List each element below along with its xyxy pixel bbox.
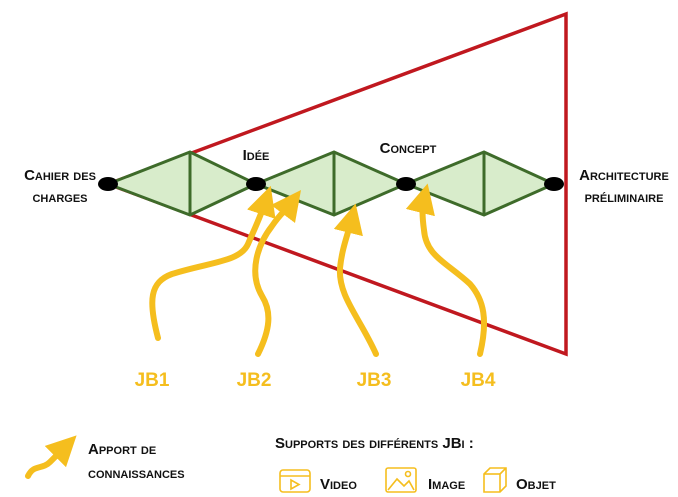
diamond-1 xyxy=(103,150,260,217)
diamond-3 xyxy=(401,150,558,217)
diamond-2 xyxy=(251,150,410,217)
image-icon xyxy=(385,467,417,493)
legend-objet-label: Objet xyxy=(516,476,556,493)
node-end xyxy=(544,177,564,191)
cube-icon xyxy=(483,467,507,493)
label-idee: Idée xyxy=(243,147,270,164)
node-idee xyxy=(246,177,266,191)
legend-supports-title: Supports des différents JBi : xyxy=(275,435,474,452)
video-icon xyxy=(279,469,311,493)
jb1-label: JB1 xyxy=(135,370,170,391)
legend-video-label: Video xyxy=(320,476,357,493)
node-concept xyxy=(396,177,416,191)
jb1-arrow xyxy=(149,185,276,341)
jb3-arrow xyxy=(333,203,379,357)
jb4-label: JB4 xyxy=(461,370,496,391)
jb3-label: JB3 xyxy=(357,370,392,391)
node-start xyxy=(98,177,118,191)
jb2-label: JB2 xyxy=(237,370,272,391)
jb2-arrow xyxy=(252,190,302,357)
legend-image-label: Image xyxy=(428,476,465,493)
legend-arrow-icon xyxy=(25,435,77,479)
label-concept: Concept xyxy=(380,140,437,157)
jb4-arrow xyxy=(405,183,488,357)
